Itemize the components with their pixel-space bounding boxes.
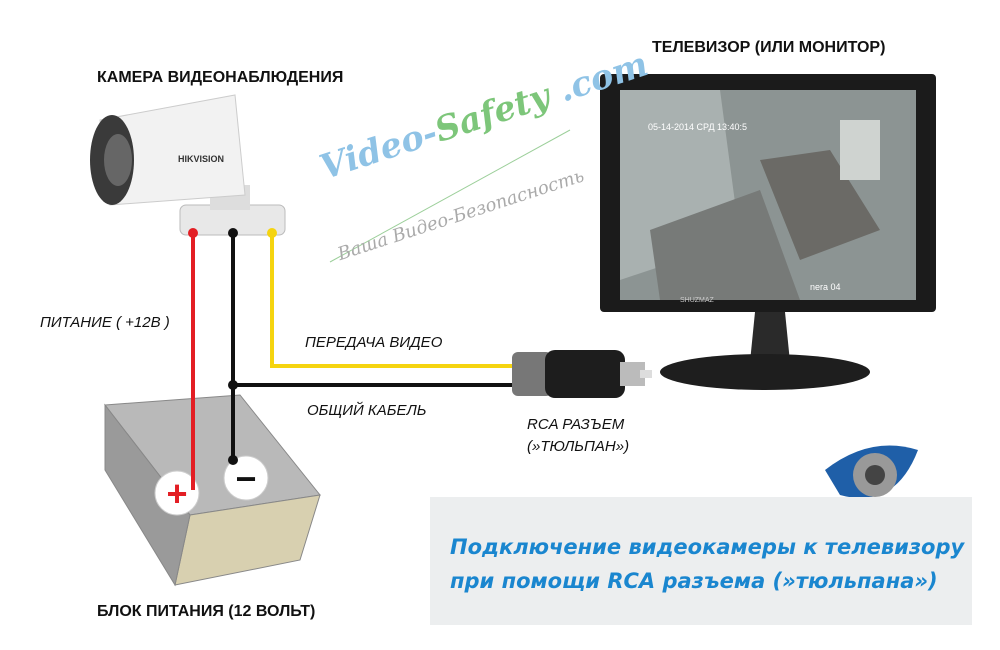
video-line-label: ПЕРЕДАЧА ВИДЕО bbox=[305, 334, 443, 351]
rca-connector bbox=[512, 350, 652, 398]
psu-label: БЛОК ПИТАНИЯ (12 ВОЛЬТ) bbox=[97, 603, 316, 620]
camera-brand: HIKVISION bbox=[178, 154, 224, 164]
monitor: SHUZMAZ 05-14-2014 СРД 13:40:5 nera 04 bbox=[600, 74, 936, 390]
ground-line-label: ОБЩИЙ КАБЕЛЬ bbox=[307, 402, 427, 419]
caption-box: Подключение видеокамеры к телевизору при… bbox=[430, 497, 972, 625]
plus-terminal: + bbox=[166, 473, 187, 514]
video-wire bbox=[270, 233, 518, 368]
caption-line1: Подключение видеокамеры к телевизору bbox=[450, 535, 965, 559]
rca-label-line2: (»ТЮЛЬПАН») bbox=[527, 438, 630, 455]
camera: HIKVISION bbox=[90, 94, 286, 236]
screen-osd-date: 05-14-2014 СРД 13:40:5 bbox=[648, 122, 747, 132]
rca-label-line1: RCA РАЗЪЕМ bbox=[527, 416, 625, 433]
power-line-label: ПИТАНИЕ ( +12В ) bbox=[40, 314, 170, 331]
minus-terminal: − bbox=[235, 458, 256, 499]
screen-osd-cam: nera 04 bbox=[810, 282, 841, 292]
camera-label: КАМЕРА ВИДЕОНАБЛЮДЕНИЯ bbox=[97, 69, 344, 86]
caption-line2: при помощи RCA разъема (»тюльпана») bbox=[450, 569, 938, 593]
monitor-brand: SHUZMAZ bbox=[680, 297, 715, 304]
monitor-label: ТЕЛЕВИЗОР (ИЛИ МОНИТОР) bbox=[652, 39, 886, 56]
power-supply: + − bbox=[104, 394, 321, 587]
